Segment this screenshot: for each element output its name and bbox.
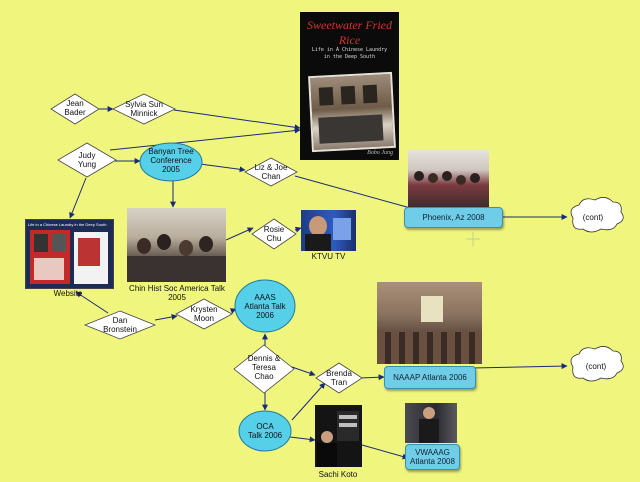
link-sachi-vwaaag [361,444,409,460]
book-cover-building-photo [308,71,396,153]
cloud-cont-1[interactable]: (cont) [570,197,624,233]
link-oca-brenda [291,382,326,421]
phoenix-audience-photo[interactable] [408,149,489,209]
link-dennis-brenda [291,366,316,377]
box-phoenix[interactable]: Phoenix, Az 2008 [404,207,503,228]
cloud-cont-2[interactable]: (cont) [570,346,624,382]
link-judy-book [109,127,301,151]
svg-text:(cont): (cont) [583,213,604,222]
link-rosie-ktvu [294,226,302,233]
caption-ktvu-tv: KTVU TV [311,252,346,261]
caption-sachi-koto: Sachi Koto [318,470,358,479]
link-sylvia-book [173,109,301,131]
link-liz-phoenix [294,175,415,211]
book-title: Sweetwater Fried Rice [307,18,392,47]
link-naaap-cont [471,363,568,370]
link-banyan-liz [199,163,246,173]
vwaaag-atlanta-photo[interactable] [405,403,457,443]
link-oca-sachi [289,436,316,443]
book-subtitle-1: Life in A Chinese Laundry [311,47,388,53]
caption-chin-hist-soc-line-1: Chin Hist Soc America Talk [129,284,225,293]
book-subtitle-2: in the Deep South [323,54,376,60]
link-chinhist-rosie [225,227,254,241]
caption-chin-hist-soc-line-2: 2005 [168,293,186,302]
ktvu-tv-photo[interactable] [301,210,356,251]
link-judy-website [69,177,87,219]
box-naaap-atlanta[interactable]: NAAAP Atlanta 2006 [384,366,476,389]
website-banner: Life in a Chinese Laundry in the Deep So… [28,222,107,227]
box-vwaaag-atlanta[interactable]: VWAAAG Atlanta 2008 [405,444,460,470]
website-screenshot-image[interactable]: Life in a Chinese Laundry in the Deep So… [25,219,114,289]
link-dan-website [75,291,109,314]
link-brenda-naaap [359,374,385,381]
caption-website: Website [53,289,83,298]
box-vwaaag-line-2: Atlanta 2008 [410,457,455,466]
caption-chin-hist-soc: Chin Hist Soc America Talk 2005 [118,284,236,302]
svg-text:(cont): (cont) [586,362,607,371]
chin-hist-soc-photo[interactable] [127,208,226,282]
box-vwaaag-line-1: VWAAAG [415,448,450,457]
naaap-atlanta-photo[interactable] [377,282,482,364]
connector-lines [69,106,568,460]
book-author: Bobo Jung [367,150,393,156]
crosshair-marker [466,232,480,246]
book-cover-image[interactable]: Sweetwater Fried Rice Life in A Chinese … [300,12,399,160]
link-dan-krysten [154,314,178,321]
sachi-koto-photo[interactable] [315,405,362,467]
